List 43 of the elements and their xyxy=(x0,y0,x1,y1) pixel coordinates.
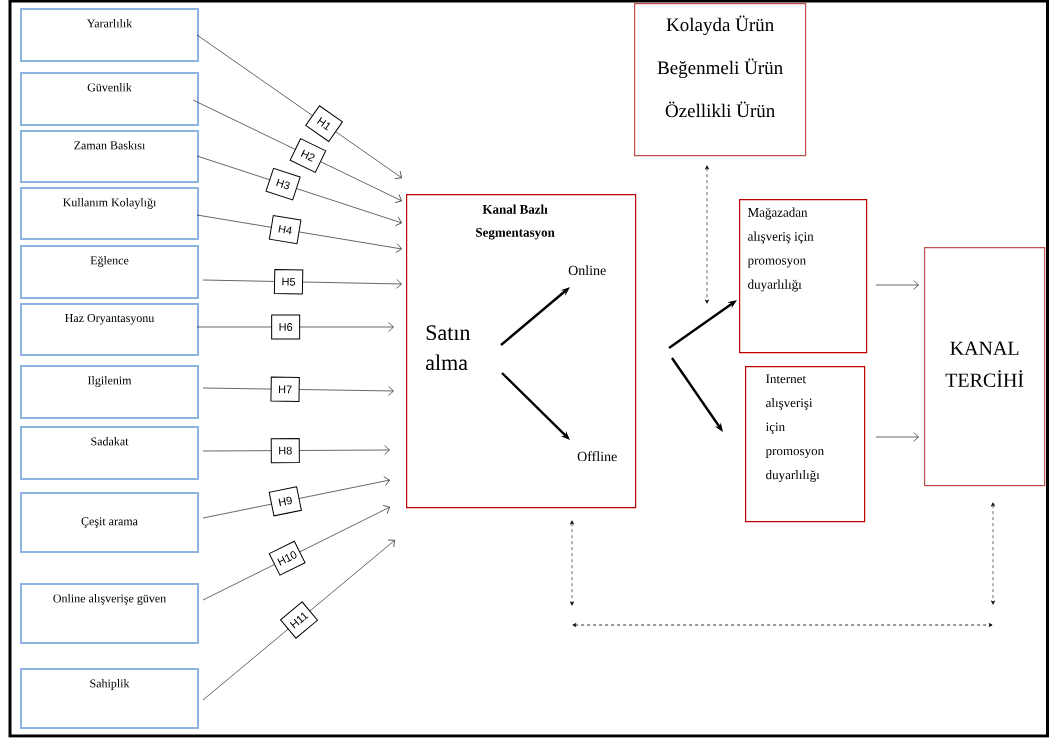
edge-label: H1 xyxy=(305,105,343,142)
factor-box: Ilgilenim xyxy=(20,365,199,419)
arrow xyxy=(202,445,390,455)
arrow xyxy=(875,280,919,290)
edge-label: H11 xyxy=(280,601,318,639)
node-text: Satın alma xyxy=(425,325,471,371)
arrow xyxy=(202,539,395,701)
edge-label: H3 xyxy=(265,167,301,201)
factor-box: Haz Oryantasyonu xyxy=(20,303,199,356)
dashed-arrow xyxy=(704,165,710,304)
arrow xyxy=(196,34,402,179)
arrow xyxy=(500,287,570,346)
edge-label: H9 xyxy=(268,486,302,517)
node-text: Online xyxy=(568,265,606,276)
edge-label: H5 xyxy=(273,268,304,295)
edge-label: H10 xyxy=(268,540,306,576)
factor-box: Online alışverişe güven xyxy=(20,583,199,644)
factor-box: Eğlence xyxy=(20,245,199,299)
factor-box: Yararlılık xyxy=(20,8,199,62)
arrow xyxy=(875,432,919,442)
edge-label: H2 xyxy=(289,138,327,173)
dashed-arrow xyxy=(569,520,575,606)
factor-box: Sahiplik xyxy=(20,668,199,729)
arrow xyxy=(202,386,394,396)
edge-label: H8 xyxy=(270,438,300,464)
preference-box: KANAL TERCİHİ xyxy=(924,247,1046,487)
edge-label: H6 xyxy=(271,314,301,340)
edge-label: H7 xyxy=(270,376,300,402)
factor-box: Çeşit arama xyxy=(20,492,199,553)
edge-label: H4 xyxy=(268,215,302,245)
promotion-box: Internet alışverişi için promosyon duyarlılığı xyxy=(745,366,866,523)
arrow xyxy=(668,300,737,349)
factor-box: Zaman Baskısı xyxy=(20,130,199,183)
dashed-arrow xyxy=(990,502,996,605)
promotion-box: Mağazadan alışveriş için promosyon duyarlılığı xyxy=(739,199,868,354)
factor-box: Kullanım Kolaylığı xyxy=(20,187,199,240)
product-box: Kolayda Ürün Beğenmeli Ürün Özellikli Ürün xyxy=(634,3,807,157)
arrow xyxy=(671,357,723,432)
node-text: Offline xyxy=(577,451,617,462)
factor-box: Güvenlik xyxy=(20,72,199,126)
arrow xyxy=(202,505,390,601)
factor-box: Sadakat xyxy=(20,426,199,480)
arrow xyxy=(501,372,570,440)
